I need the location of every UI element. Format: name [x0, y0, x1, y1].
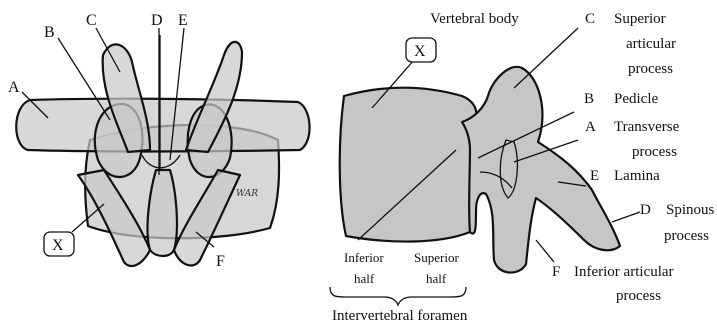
left-label-f: F: [216, 253, 225, 270]
right-leader-c: [514, 28, 578, 88]
pedicle-label: Pedicle: [614, 91, 658, 107]
superior-half-line2: half: [426, 271, 447, 286]
inferior-articular-line2: process: [616, 288, 661, 304]
left-label-c: C: [86, 12, 97, 29]
lateral-view: X Vertebral body C Superior articular pr…: [330, 11, 715, 324]
right-label-x: X: [414, 43, 426, 60]
vertebral-body-label: Vertebral body: [430, 11, 519, 27]
superior-articular-line3: process: [628, 61, 673, 77]
right-vertebral-body: [340, 88, 477, 242]
right-leader-f: [536, 240, 554, 262]
inferior-articular-line1: Inferior articular: [574, 264, 674, 280]
left-label-x: X: [52, 237, 64, 254]
transverse-process-line2: process: [632, 144, 677, 160]
right-letter-b: B: [584, 91, 594, 107]
left-label-a: A: [8, 79, 20, 96]
right-letter-a: A: [585, 119, 596, 135]
posterior-view: A B C D E F X WAR: [8, 12, 310, 270]
left-transverse-processes: [16, 99, 309, 152]
right-letter-f: F: [552, 264, 560, 280]
foramen-brace: [330, 287, 466, 305]
right-leader-d: [612, 212, 640, 222]
left-label-d: D: [151, 12, 163, 29]
right-letter-e: E: [590, 168, 599, 184]
left-spinous-process: [148, 170, 177, 256]
right-letter-d: D: [640, 202, 651, 218]
inferior-half-line1: Inferior: [344, 250, 384, 265]
lamina-label: Lamina: [614, 168, 660, 184]
transverse-process-line1: Transverse: [614, 119, 680, 135]
superior-articular-line1: Superior: [614, 11, 666, 27]
intervertebral-foramen-label: Intervertebral foramen: [332, 308, 468, 324]
spinous-process-line1: Spinous: [666, 202, 715, 218]
artist-mark: WAR: [236, 189, 258, 199]
left-label-b: B: [44, 24, 55, 41]
right-letter-c: C: [585, 11, 595, 27]
superior-articular-line2: articular: [626, 36, 676, 52]
superior-half-line1: Superior: [414, 250, 459, 265]
left-label-e: E: [178, 12, 188, 29]
inferior-half-line2: half: [354, 271, 375, 286]
spinous-process-line2: process: [664, 228, 709, 244]
